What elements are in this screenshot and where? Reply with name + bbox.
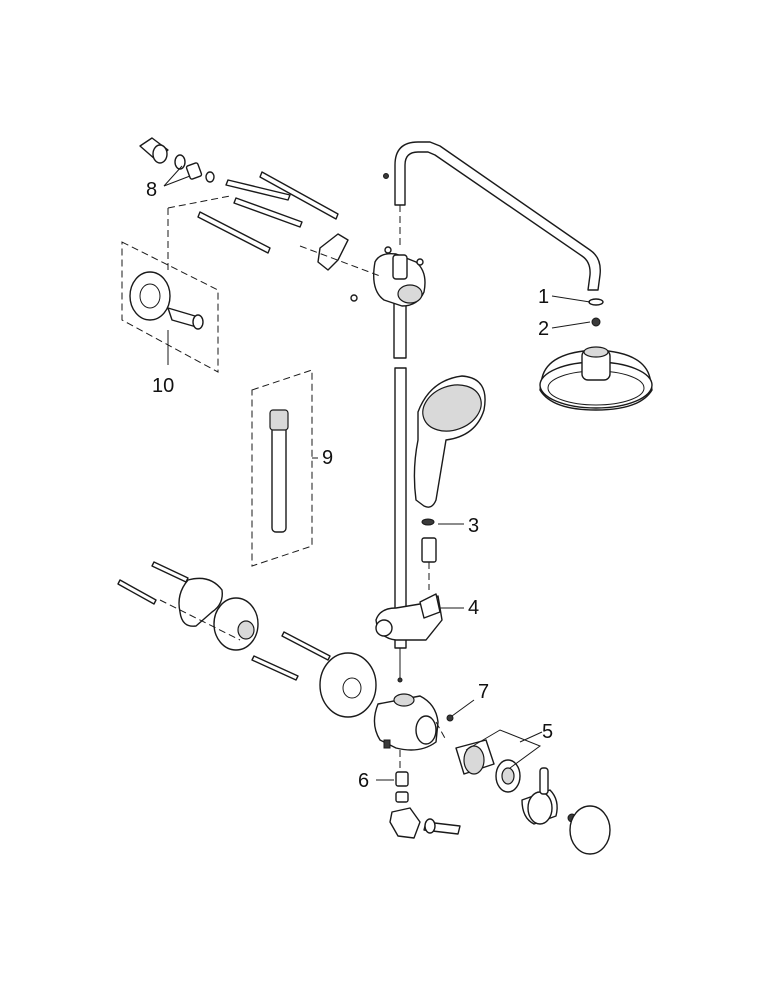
callout-10: 10: [152, 375, 174, 397]
callout-4: 4: [468, 597, 479, 619]
hand-shower: [413, 375, 486, 590]
callout-8: 8: [146, 179, 157, 201]
part-10-assembly: [121, 241, 219, 373]
leader-lines: [163, 165, 591, 781]
slider: [375, 593, 443, 641]
shower-arm: [383, 141, 601, 291]
cartridge-assembly: [455, 729, 611, 855]
callout-2: 2: [538, 318, 549, 340]
mixer-body: [373, 693, 461, 839]
callout-7: 7: [478, 681, 489, 703]
head-shower: [539, 298, 653, 411]
callout-3: 3: [468, 515, 479, 537]
callout-9: 9: [322, 447, 333, 469]
part-8-fittings: [139, 137, 339, 270]
callout-1: 1: [538, 286, 549, 308]
upper-wall-bracket: [299, 233, 426, 307]
lower-wall-brackets: [117, 561, 377, 718]
callout-5: 5: [542, 721, 553, 743]
part-9-extension: [251, 369, 318, 567]
callout-6: 6: [358, 770, 369, 792]
riser-pipe: [393, 299, 407, 683]
